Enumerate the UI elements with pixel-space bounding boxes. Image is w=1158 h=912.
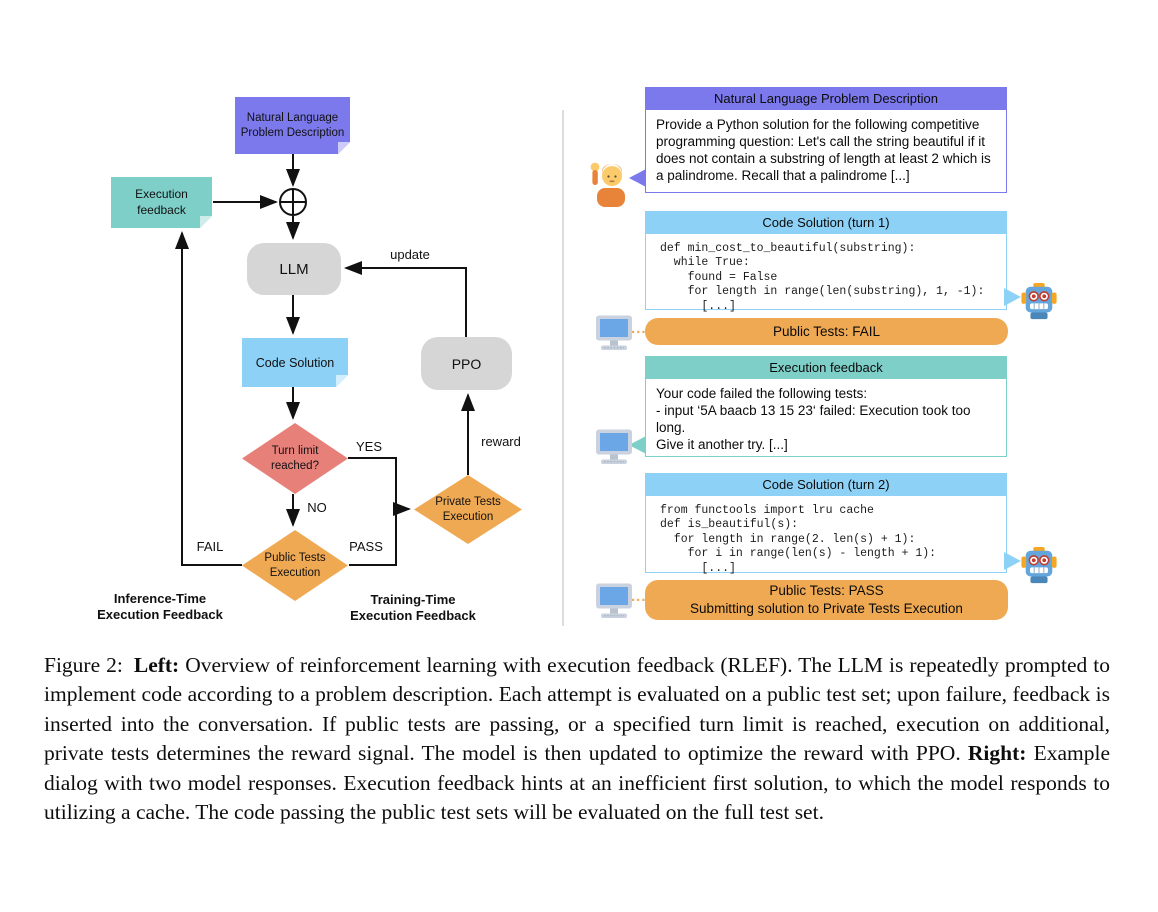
node-label: PPO	[451, 355, 482, 372]
public-tests-pass-bar: Public Tests: PASS Submitting solution t…	[645, 580, 1008, 620]
flowchart-node-private-tests: Private Tests Execution	[414, 475, 522, 544]
caption-right-text: Example dialog with two model responses.…	[44, 741, 1110, 825]
dialog-feedback-title: Execution feedback	[646, 357, 1006, 379]
edge-label-pass: PASS	[349, 539, 383, 554]
dialog-feedback-box: Execution feedback Your code failed the …	[645, 356, 1007, 457]
dialog-turn1-box: Code Solution (turn 1) def min_cost_to_b…	[645, 211, 1007, 313]
bar-label: Public Tests: PASS	[769, 583, 884, 598]
node-label: Turn limit reached?	[271, 444, 319, 472]
dialog-turn1-code: def min_cost_to_beautiful(substring): wh…	[660, 242, 985, 313]
dialog-problem-body: Provide a Python solution for the follow…	[656, 117, 991, 184]
dialog-turn2-code: from functools import lru cache def is_b…	[660, 504, 937, 575]
node-label: Execution feedback	[135, 186, 188, 217]
page-fold-icon	[200, 216, 212, 228]
node-label: Private Tests Execution	[435, 495, 501, 523]
speech-tail-icon	[1004, 288, 1021, 306]
figure-caption: Figure 2: Left: Overview of reinforcemen…	[44, 651, 1110, 827]
page-fold-icon	[338, 142, 350, 154]
page-fold-icon	[336, 375, 348, 387]
edge-label-reward: reward	[481, 434, 521, 449]
flowchart-node-turn-limit: Turn limit reached?	[242, 423, 348, 494]
node-label: Code Solution	[255, 355, 335, 370]
person-raising-hand-icon	[590, 162, 625, 207]
node-label: Natural Language Problem Description	[240, 112, 345, 139]
speech-tail-icon	[629, 436, 646, 454]
speech-tail-icon	[1004, 552, 1021, 570]
figure-label: Figure 2:	[44, 653, 129, 677]
dialog-turn1-title: Code Solution (turn 1)	[646, 212, 1006, 234]
edge-label-fail: FAIL	[196, 539, 224, 554]
caption-left-label: Left:	[133, 653, 186, 677]
caption-right-label: Right:	[967, 741, 1034, 766]
edge-label-yes: YES	[355, 439, 382, 454]
vertical-divider	[562, 110, 564, 626]
computer-icon	[596, 429, 632, 464]
caption-left-text: Overview of reinforcement learning with …	[44, 653, 1110, 766]
node-label: Public Tests Execution	[264, 551, 326, 579]
flowchart-node-code-solution: Code Solution	[242, 338, 348, 387]
public-tests-fail-bar: Public Tests: FAIL	[645, 318, 1008, 345]
dialog-feedback-body: Your code failed the following tests: - …	[656, 386, 971, 453]
node-label: LLM	[279, 260, 309, 278]
dialog-turn2-title: Code Solution (turn 2)	[646, 474, 1006, 496]
edge-label-no: NO	[307, 500, 327, 515]
ellipsis-icon: ...	[631, 588, 647, 605]
bar-sublabel: Submitting solution to Private Tests Exe…	[690, 601, 963, 616]
ellipsis-icon: ...	[631, 320, 647, 337]
flowchart-node-public-tests: Public Tests Execution	[242, 530, 348, 601]
dialog-problem-title: Natural Language Problem Description	[646, 88, 1006, 110]
edge-label-update: update	[390, 247, 430, 262]
computer-icon	[596, 583, 632, 618]
training-time-caption: Training-Time Execution Feedback	[350, 592, 476, 623]
flowchart-node-llm: LLM	[247, 243, 341, 295]
flowchart-node-ppo: PPO	[421, 337, 512, 390]
inference-time-caption: Inference-Time Execution Feedback	[97, 591, 223, 622]
flowchart-node-problem-description: Natural Language Problem Description	[235, 97, 350, 154]
combine-plus-icon	[279, 188, 307, 216]
robot-icon	[1021, 283, 1057, 320]
dialog-turn2-box: Code Solution (turn 2) from functools im…	[645, 473, 1007, 575]
flowchart-node-execution-feedback: Execution feedback	[111, 177, 212, 228]
computer-icon	[596, 315, 632, 350]
robot-icon	[1021, 547, 1057, 584]
speech-tail-icon	[629, 169, 646, 187]
dialog-problem-box: Natural Language Problem Description Pro…	[645, 87, 1007, 193]
bar-label: Public Tests: FAIL	[772, 323, 881, 339]
